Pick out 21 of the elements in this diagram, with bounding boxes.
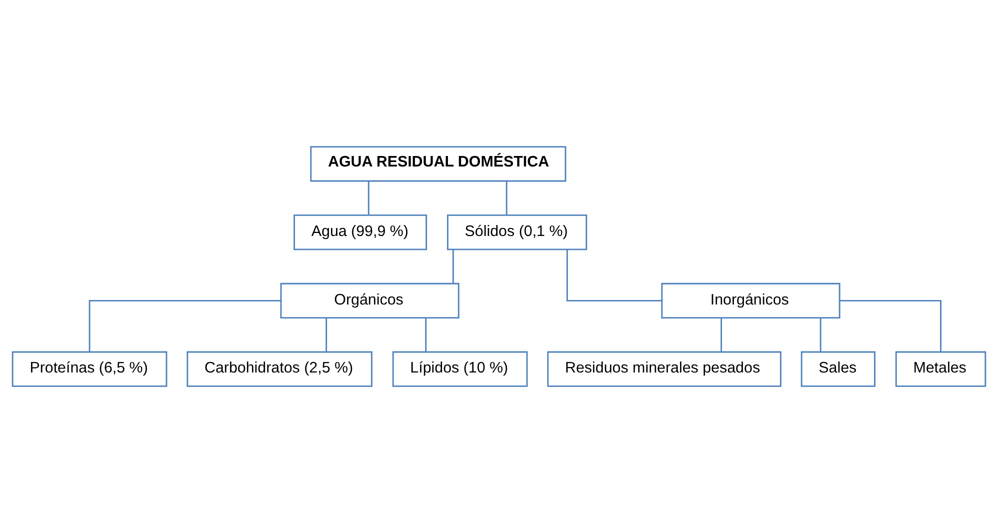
connector bbox=[452, 249, 454, 283]
connector bbox=[820, 317, 822, 352]
connector bbox=[720, 317, 722, 352]
connector bbox=[326, 317, 328, 352]
connector bbox=[368, 180, 370, 214]
node-box: Inorgánicos bbox=[661, 282, 840, 318]
node-box: Lípidos (10 %) bbox=[392, 350, 528, 386]
connector bbox=[506, 180, 508, 214]
connector bbox=[88, 299, 281, 352]
node-box: Proteínas (6,5 %) bbox=[12, 350, 168, 386]
connector bbox=[840, 299, 942, 352]
node-box: AGUA RESIDUAL DOMÉSTICA bbox=[310, 146, 566, 182]
connector bbox=[425, 317, 427, 352]
node-box: Carbohidratos (2,5 %) bbox=[186, 350, 372, 386]
node-box: Agua (99,9 %) bbox=[294, 214, 428, 250]
node-box: Sales bbox=[800, 350, 876, 386]
node-box: Residuos minerales pesados bbox=[547, 350, 782, 386]
connector bbox=[566, 249, 662, 301]
node-box: Orgánicos bbox=[280, 282, 460, 318]
node-box: Metales bbox=[895, 350, 986, 386]
node-box: Sólidos (0,1 %) bbox=[446, 214, 588, 250]
